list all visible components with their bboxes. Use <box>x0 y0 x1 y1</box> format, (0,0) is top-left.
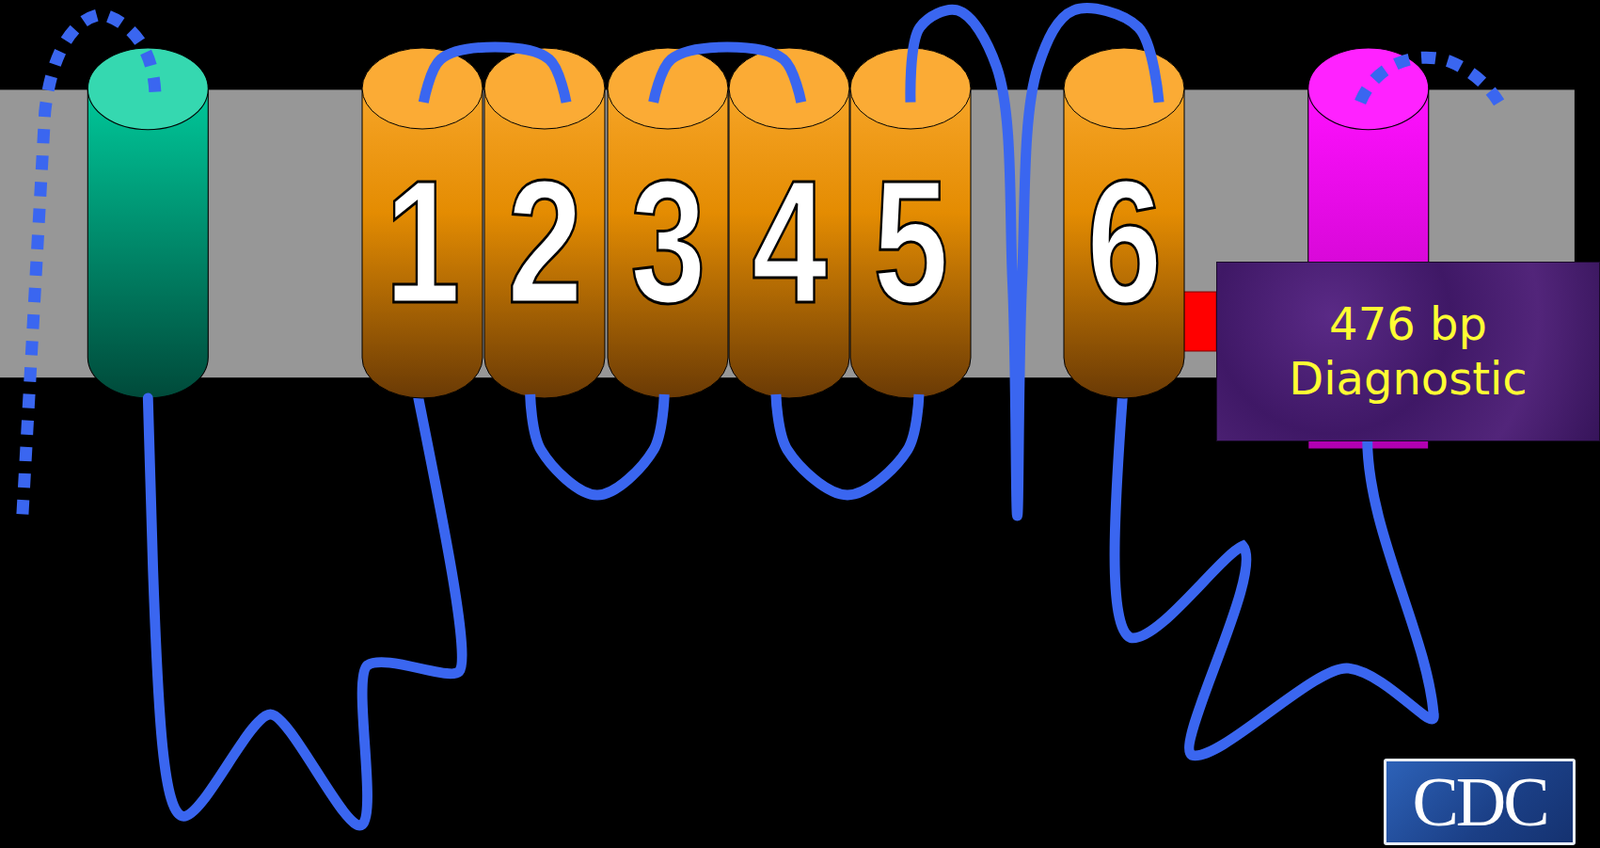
helix-number: 6 <box>1086 117 1162 330</box>
intracellular-loop <box>147 397 462 825</box>
helix-number: 4 <box>751 117 827 330</box>
helix-body <box>607 88 729 398</box>
loop-connector <box>530 394 666 495</box>
helix-number: 1 <box>384 117 460 330</box>
helix-body <box>484 88 605 398</box>
helix-number: 5 <box>872 117 949 330</box>
callout-text: 476 bp Diagnostic <box>1234 297 1583 406</box>
callout-box: 476 bp Diagnostic <box>1216 261 1600 442</box>
helix-top <box>728 47 850 129</box>
teal-helix <box>87 47 208 398</box>
helix-number: 2 <box>506 117 583 330</box>
loop-connector <box>776 394 919 495</box>
helix-top <box>850 47 971 129</box>
helix-body <box>850 88 971 398</box>
transmembrane-helix: 3 <box>607 47 729 398</box>
helix-number: 3 <box>630 117 706 330</box>
c-terminal-loop <box>1114 397 1434 756</box>
logo-badge: CDC <box>1383 758 1576 845</box>
transmembrane-helix: 1 <box>362 47 483 398</box>
transmembrane-helix: 2 <box>484 47 605 398</box>
helix-top <box>1063 47 1185 129</box>
logo-text: CDC <box>1411 766 1547 837</box>
transmembrane-helix: 6 <box>1063 47 1185 398</box>
helix-top <box>607 47 729 129</box>
helix-body <box>728 88 850 398</box>
dotted-terminus <box>1360 57 1501 104</box>
transmembrane-helix: 5 <box>850 47 971 398</box>
helix-body <box>1063 88 1185 398</box>
helix-body <box>362 88 483 398</box>
transmembrane-helix: 4 <box>728 47 850 398</box>
helix-top <box>362 47 483 129</box>
dotted-signal-peptide <box>22 14 156 515</box>
helix-top <box>484 47 605 129</box>
